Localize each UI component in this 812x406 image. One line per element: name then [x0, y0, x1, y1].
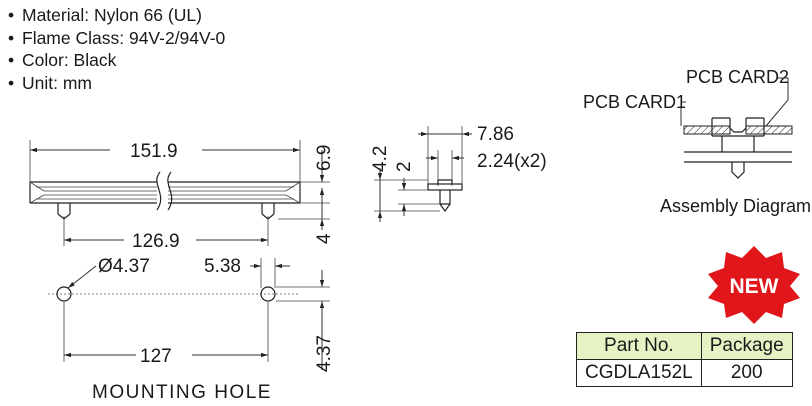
new-badge: NEW: [708, 246, 800, 324]
dim-height: 6.9: [314, 145, 335, 171]
badge-starburst: [708, 246, 800, 324]
mounting-hole-right: [260, 286, 276, 302]
dim-end-height: 4.2: [370, 146, 391, 172]
dim-overall-length: 151.9: [130, 141, 178, 162]
dim-end-width: 7.86: [477, 124, 514, 145]
header-package: Package: [700, 332, 793, 360]
mounting-hole-left: [56, 286, 72, 302]
dim-pin-spacing: 126.9: [132, 231, 180, 252]
dim-end-gap: 2: [394, 161, 415, 172]
table-header-row: Part No. Package: [576, 332, 793, 360]
badge-text: NEW: [730, 275, 779, 298]
end-view: 7.86 2.24(x2) 4.2 2: [370, 124, 547, 222]
spec-material: Material: Nylon 66 (UL): [6, 4, 225, 27]
spec-unit: Unit: mm: [6, 72, 225, 95]
assembly-diagram: PCB CARD1 PCB CARD2 Assembly Diagram: [583, 67, 811, 216]
dim-hole-offset: 5.38: [204, 256, 241, 277]
mounting-hole-view: Ø4.37 5.38 127 4.37 MOUNTING HOLE: [48, 256, 335, 403]
dim-slot: 2.24(x2): [477, 151, 547, 172]
spec-flame-class: Flame Class: 94V-2/94V-0: [6, 27, 225, 50]
label-pcb-card1: PCB CARD1: [583, 92, 686, 112]
clip-body: [29, 171, 301, 220]
spec-color: Color: Black: [6, 49, 225, 72]
table-row: CGDLA152L 200: [576, 359, 793, 387]
side-view: 151.9 6.9 4: [29, 140, 335, 252]
assembly-caption: Assembly Diagram: [660, 196, 811, 216]
dim-pin-length: 4: [314, 233, 335, 244]
mounting-hole-caption: MOUNTING HOLE: [92, 382, 272, 403]
header-part-no: Part No.: [576, 332, 702, 360]
part-table: Part No. Package CGDLA152L 200: [576, 332, 793, 387]
end-profile: [427, 179, 463, 213]
dim-hole-diameter: Ø4.37: [98, 256, 150, 277]
spec-list: Material: Nylon 66 (UL) Flame Class: 94V…: [6, 4, 225, 94]
label-pcb-card2: PCB CARD2: [686, 67, 789, 87]
dim-hole-height: 4.37: [314, 335, 335, 372]
dim-hole-spacing: 127: [140, 346, 172, 367]
cell-package: 200: [700, 359, 793, 387]
cell-part-no: CGDLA152L: [576, 359, 702, 387]
